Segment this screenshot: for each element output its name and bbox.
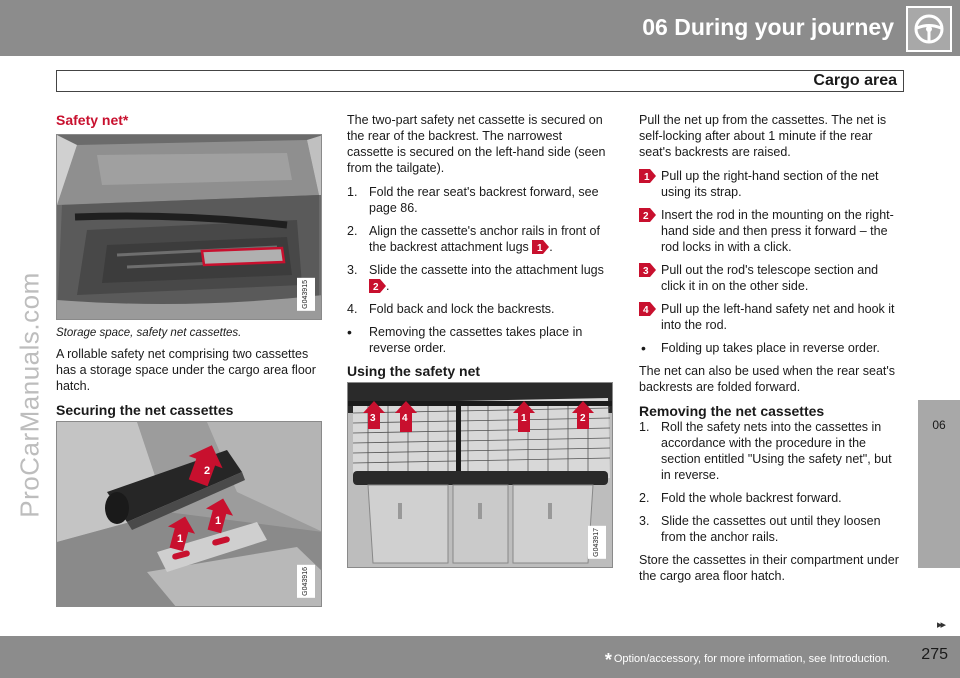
list-item: • Removing the cassettes takes place in … — [347, 324, 611, 356]
list-item: 3. Slide the cassettes out until they lo… — [639, 513, 903, 545]
step-text: Slide the cassettes out until they loose… — [661, 514, 881, 544]
step-text: Fold the rear seat's backrest forward, s… — [369, 185, 599, 215]
step-number: 4. — [347, 302, 358, 316]
chapter-side-tab[interactable]: 06 — [918, 400, 960, 568]
paragraph-two-part-cassette: The two-part safety net cassette is secu… — [347, 113, 606, 175]
step-text: Pull up the right-hand section of the ne… — [661, 169, 879, 199]
step-text-end: . — [386, 279, 390, 293]
photo-securing-cassettes: 2 1 1 G043916 — [56, 421, 322, 607]
list-item: 2 Insert the rod in the mounting on the … — [639, 207, 903, 255]
paragraph-safety-net: A rollable safety net comprising two cas… — [56, 347, 316, 393]
image-label-1a: 1 — [177, 533, 183, 545]
section-title: Cargo area — [813, 72, 897, 89]
step-marker-1-icon: 1 — [639, 169, 656, 183]
steering-wheel-icon — [906, 6, 952, 52]
step-text: Pull out the rod's telescope section and… — [661, 263, 879, 293]
photo-storage-space: G043915 — [56, 134, 322, 320]
image-label-1b: 1 — [215, 515, 221, 527]
step-text: Insert the rod in the mounting on the ri… — [661, 208, 894, 254]
removing-steps-list: 1. Roll the safety nets into the cassett… — [639, 419, 903, 545]
list-item: 2. Fold the whole backrest forward. — [639, 490, 903, 506]
watermark: ProCarManuals.com — [10, 160, 50, 630]
step-text: Folding up takes place in reverse order. — [661, 341, 880, 355]
image-label-3: 3 — [370, 413, 376, 424]
list-item: 1 Pull up the right-hand section of the … — [639, 168, 903, 200]
step-text: Fold the whole backrest forward. — [661, 491, 842, 505]
section-header: Cargo area — [56, 70, 904, 92]
step-number: 3. — [639, 514, 650, 528]
image-code: G043917 — [588, 526, 606, 559]
list-item: 4. Fold back and lock the backrests. — [347, 301, 611, 317]
column-1: Safety net* G043915 Storage space, safet… — [56, 112, 322, 607]
column-3: Pull the net up from the cassettes. The … — [639, 112, 903, 592]
bullet-marker: • — [347, 324, 352, 340]
step-text: Align the cassette's anchor rails in fro… — [369, 224, 600, 254]
list-item: 3 Pull out the rod's telescope section a… — [639, 262, 903, 294]
footnote: *Option/accessory, for more information,… — [605, 650, 890, 671]
step-text: Pull up the left-hand safety net and hoo… — [661, 302, 895, 332]
watermark-text: ProCarManuals.com — [14, 272, 45, 518]
image-label-4: 4 — [402, 413, 408, 424]
footnote-star: * — [604, 650, 612, 670]
using-steps-list: 1 Pull up the right-hand section of the … — [639, 168, 903, 356]
bullet-marker: • — [641, 340, 646, 356]
step-number: 1. — [347, 185, 358, 199]
step-number: 1. — [639, 420, 650, 434]
paragraph-pull-net: Pull the net up from the cassettes. The … — [639, 113, 887, 159]
heading-removing-cassettes: Removing the net cassettes — [639, 403, 825, 419]
list-item: 2. Align the cassette's anchor rails in … — [347, 223, 611, 255]
step-text: Roll the safety nets into the cassettes … — [661, 420, 892, 482]
list-item: 3. Slide the cassette into the attachmen… — [347, 262, 611, 294]
list-item: 1. Roll the safety nets into the cassett… — [639, 419, 903, 483]
step-number: 2. — [639, 491, 650, 505]
step-number: 3. — [347, 263, 358, 277]
footnote-text: Option/accessory, for more information, … — [613, 653, 890, 665]
step-marker-2-icon: 2 — [639, 208, 656, 222]
step-number: 2. — [347, 224, 358, 238]
image-label-1: 1 — [521, 413, 527, 424]
paragraph-folded-backrests: The net can also be used when the rear s… — [639, 364, 896, 394]
step-marker-label: 1 — [537, 243, 543, 254]
step-marker-1-icon: 1 — [532, 240, 550, 254]
heading-safety-net: Safety net* — [56, 112, 129, 128]
list-item: 1. Fold the rear seat's backrest forward… — [347, 184, 611, 216]
step-marker-label: 1 — [644, 172, 650, 183]
image-code: G043916 — [297, 565, 315, 598]
step-text: Removing the cassettes takes place in re… — [369, 325, 583, 355]
chapter-title: 06 During your journey — [642, 14, 894, 40]
photo-using-safety-net: 3 4 1 2 G043917 — [347, 382, 613, 568]
list-item: 4 Pull up the left-hand safety net and h… — [639, 301, 903, 333]
step-marker-2-icon: 2 — [369, 279, 386, 293]
column-2: The two-part safety net cassette is secu… — [347, 112, 613, 568]
step-marker-label: 2 — [643, 211, 649, 222]
securing-steps-list: 1. Fold the rear seat's backrest forward… — [347, 184, 611, 356]
step-text: Fold back and lock the backrests. — [369, 302, 555, 316]
paragraph-store-cassettes: Store the cassettes in their compartment… — [639, 553, 899, 583]
chapter-side-tab-label: 06 — [932, 418, 946, 432]
step-text: Slide the cassette into the attachment l… — [369, 263, 604, 277]
next-page-arrows-icon: ▸▸ — [936, 619, 946, 631]
image-code: G043915 — [297, 278, 315, 311]
image-label-2: 2 — [204, 465, 210, 477]
footer-bar — [0, 636, 960, 678]
step-marker-label: 4 — [643, 305, 649, 316]
step-marker-3-icon: 3 — [639, 263, 656, 277]
caption-storage-space: Storage space, safety net cassettes. — [56, 327, 242, 339]
header-bar — [0, 0, 960, 56]
step-marker-label: 2 — [373, 282, 379, 293]
heading-using-safety-net: Using the safety net — [347, 363, 481, 379]
heading-securing-cassettes: Securing the net cassettes — [56, 402, 234, 418]
step-text-end: . — [549, 240, 553, 254]
page-number: 275 — [921, 646, 948, 663]
list-item: • Folding up takes place in reverse orde… — [639, 340, 903, 356]
image-label-2: 2 — [580, 413, 586, 424]
step-marker-label: 3 — [643, 266, 649, 277]
step-marker-4-icon: 4 — [639, 302, 656, 316]
